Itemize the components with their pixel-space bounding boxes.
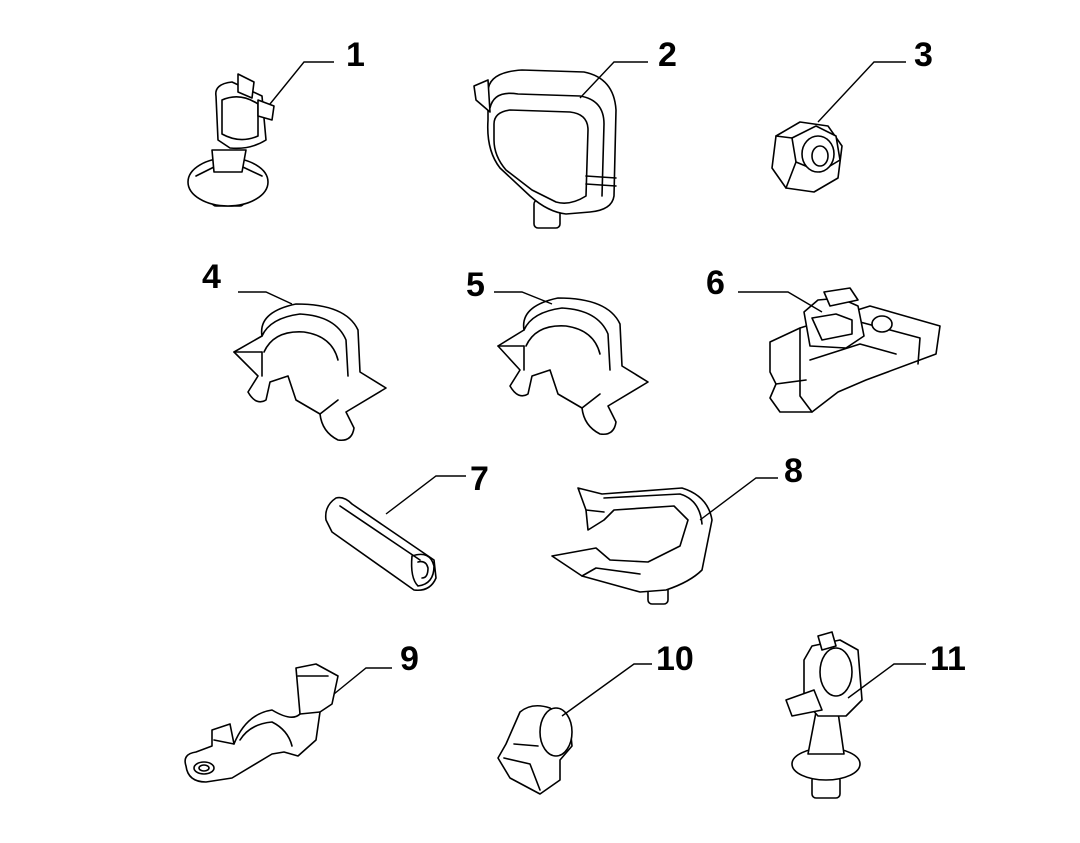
part-9-leader: [333, 667, 392, 695]
part-1-drawing: [187, 73, 275, 207]
part-4-leader: [238, 291, 293, 305]
part-2-drawing: [473, 69, 617, 229]
part-9-drawing: [184, 663, 339, 783]
part-1-callout: 1: [346, 36, 365, 74]
part-11-drawing: [785, 631, 863, 799]
part-8-callout: 8: [784, 452, 803, 490]
part-7-leader: [385, 475, 466, 515]
part-4-drawing: [233, 303, 387, 442]
part-10-drawing: [497, 704, 573, 795]
part-3-drawing: [771, 121, 843, 193]
part-3-leader: [817, 61, 906, 123]
part-8-drawing: [551, 487, 713, 605]
part-5-callout: 5: [466, 266, 485, 304]
part-6-leader: [738, 291, 823, 313]
part-5-drawing: [497, 297, 649, 436]
part-11-leader: [847, 663, 926, 699]
part-1-leader: [269, 61, 334, 105]
part-10-callout: 10: [656, 640, 694, 678]
part-3-callout: 3: [914, 36, 933, 74]
part-10-leader: [561, 663, 652, 717]
part-11-callout: 11: [930, 640, 966, 678]
part-2-callout: 2: [658, 36, 677, 74]
part-8-leader: [699, 477, 778, 521]
part-6-drawing: [769, 287, 941, 413]
part-2-leader: [579, 61, 648, 99]
part-4-callout: 4: [202, 258, 221, 296]
part-5-leader: [494, 291, 553, 305]
part-9-callout: 9: [400, 640, 419, 678]
part-7-drawing: [324, 496, 437, 592]
part-7-callout: 7: [470, 460, 489, 498]
part-6-callout: 6: [706, 264, 725, 302]
